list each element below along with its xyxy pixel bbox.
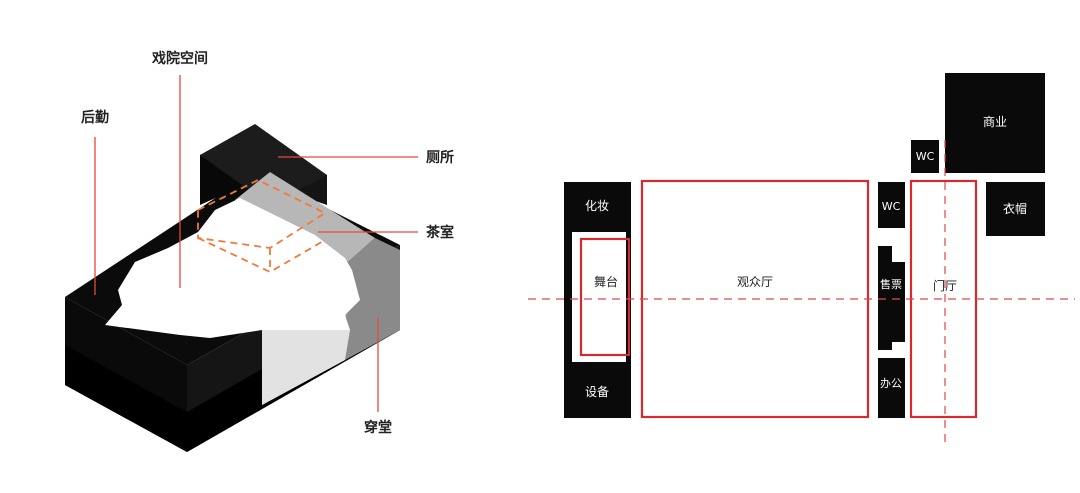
plan-diagram: 化妆 舞台 设备 观众厅 WC 售票 办公 门厅 WC 商业 衣帽 xyxy=(528,73,1075,445)
room-equipment xyxy=(564,366,631,418)
room-ticketing xyxy=(878,246,892,350)
outline-stage xyxy=(579,237,631,357)
room-wc-mid xyxy=(878,182,905,228)
room-commerce xyxy=(945,73,1045,173)
theater-space-plane xyxy=(105,198,360,338)
label-cloakroom: 衣帽 xyxy=(1003,201,1027,216)
room-cloakroom xyxy=(986,182,1045,236)
label-lobby: 门厅 xyxy=(933,278,957,293)
passage-top xyxy=(235,172,375,262)
toilet-block-top xyxy=(200,124,327,205)
label-wc-top: WC xyxy=(916,150,935,163)
label-auditorium: 观众厅 xyxy=(737,275,773,289)
main-block-left-face-lower xyxy=(65,345,187,452)
room-office xyxy=(878,358,905,418)
label-commerce: 商业 xyxy=(983,114,1007,129)
tea-room-dashed-base xyxy=(197,237,326,274)
passage-right-face xyxy=(345,238,400,360)
label-backstage: 后勤 xyxy=(81,109,109,126)
label-stage: 舞台 xyxy=(594,274,618,289)
label-passage: 穿堂 xyxy=(364,419,392,436)
label-equipment: 设备 xyxy=(585,385,609,399)
label-tea-room: 茶室 xyxy=(425,224,454,241)
label-office: 办公 xyxy=(880,377,902,390)
label-theater-space: 戏院空间 xyxy=(151,50,208,67)
room-wc-top xyxy=(911,140,939,173)
label-toilet: 厕所 xyxy=(426,149,454,166)
label-wc-mid: WC xyxy=(882,200,901,213)
label-makeup: 化妆 xyxy=(585,199,609,213)
axonometric-model: 戏院空间 后勤 厕所 茶室 穿堂 xyxy=(65,50,454,452)
label-ticketing: 售票 xyxy=(880,277,902,291)
tea-room-dashed-outline xyxy=(197,178,327,249)
theater-space-shade xyxy=(262,330,350,405)
room-ticketing-right xyxy=(892,262,905,342)
room-makeup xyxy=(564,182,631,228)
